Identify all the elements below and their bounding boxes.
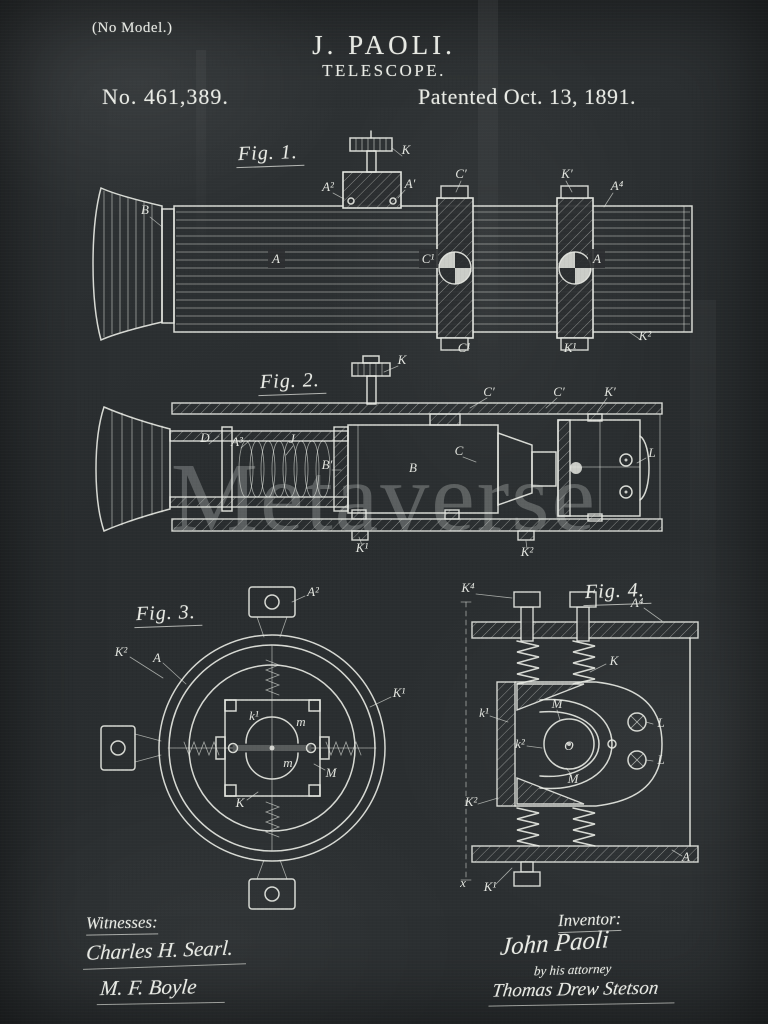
- fig2-drawing: K C′ C′ K′ L D A³ J B′ B C K¹ K²: [95, 352, 663, 559]
- part-label: A: [681, 849, 690, 864]
- attorney-signature: Thomas Drew Stetson: [488, 977, 678, 1007]
- part-label: L: [656, 715, 664, 730]
- part-label: O: [564, 738, 574, 753]
- fig1-drawing: K A² A′ C′ K′ A⁴ B A C¹ A C¹ K¹ K²: [92, 130, 693, 355]
- part-label: B: [141, 202, 149, 217]
- fig3-adjusting-springs: [183, 659, 362, 838]
- part-label: M: [551, 696, 564, 711]
- fig2-flange-k2: [517, 530, 535, 541]
- part-label: K²: [638, 328, 653, 343]
- inventor-name-heading: J. PAOLI.: [312, 30, 456, 60]
- part-label: k²: [515, 736, 526, 751]
- part-label: m: [296, 714, 305, 729]
- part-label: K⁴: [460, 580, 475, 595]
- fig1-clamp: [342, 130, 402, 209]
- fig4-bolts-top: [513, 591, 597, 642]
- part-label: A: [271, 251, 280, 266]
- part-label: K²: [114, 644, 129, 659]
- part-label: K: [609, 653, 620, 668]
- part-label: C′: [455, 166, 467, 181]
- no-model-note: (No Model.): [92, 20, 173, 36]
- part-label: C¹: [458, 340, 471, 355]
- patent-title: TELESCOPE.: [322, 61, 446, 80]
- fig3-lug-left: [100, 725, 162, 771]
- fig1-eyepiece: [92, 186, 175, 342]
- part-label: K²: [464, 794, 479, 809]
- fig3-lug-bottom: [248, 859, 296, 910]
- part-label: A′: [404, 176, 416, 191]
- part-label: K¹: [483, 879, 497, 894]
- part-label: K¹: [355, 540, 369, 555]
- witness-signature-2: M. F. Boyle: [96, 973, 228, 1006]
- fig2-outer-tube-bottom: [171, 518, 663, 532]
- fig1-collar-rear: [556, 185, 594, 351]
- fig4-housing: [496, 681, 663, 807]
- part-label: J: [289, 431, 296, 446]
- fig4-caption: Fig. 4.: [582, 578, 652, 607]
- fig2-outer-tube-top: [171, 402, 663, 415]
- part-label: k¹: [249, 708, 259, 723]
- part-label: K¹: [563, 340, 577, 355]
- part-label: A³: [230, 434, 244, 449]
- fig3-leader-lines: [129, 595, 392, 801]
- part-label: M: [325, 765, 338, 780]
- fig4-springs-bottom: [516, 807, 596, 847]
- fig2-spring: [238, 440, 331, 498]
- part-label: x: [459, 875, 466, 890]
- fig2-clamp-knob: [351, 355, 391, 405]
- part-label: A: [592, 251, 601, 266]
- patent-date: Patented Oct. 13, 1891.: [418, 84, 637, 109]
- part-label: K: [235, 795, 246, 810]
- fig3-lug-top: [248, 586, 296, 638]
- part-label: A⁴: [610, 178, 624, 193]
- fig4-drawing: K⁴ A⁴ K k¹ k² M O M L L K² A K¹ x: [459, 580, 699, 894]
- fig1-tube: [173, 205, 693, 333]
- fig2-bottom-bracket-1: [351, 509, 367, 520]
- fig2-leader-lines: [208, 365, 647, 550]
- part-label: K′: [603, 384, 616, 399]
- fig2-bottom-bracket-2: [444, 509, 460, 520]
- part-label: L: [647, 445, 655, 460]
- part-label: A⁴: [630, 595, 644, 610]
- fig4-rail-bottom: [471, 845, 699, 863]
- fig3-center-cell: [215, 699, 330, 797]
- attorney-note: by his attorney: [533, 960, 612, 979]
- part-label: A²: [321, 179, 335, 194]
- fig4-leader-lines: [475, 593, 683, 885]
- part-label: A²: [306, 584, 320, 599]
- witnesses-heading: Witnesses:: [85, 912, 158, 936]
- fig2-top-bracket: [429, 413, 461, 426]
- part-label: K¹: [392, 685, 406, 700]
- fig3-drawing: A² K² A K¹ k¹ m m M K: [100, 584, 406, 910]
- part-label: C′: [553, 384, 565, 399]
- part-label: m: [283, 755, 292, 770]
- fig2-caption: Fig. 2.: [257, 368, 327, 397]
- part-label: C′: [483, 384, 495, 399]
- part-label: K′: [560, 166, 573, 181]
- patent-number: No. 461,389.: [102, 84, 229, 109]
- witness-signature-1: Charles H. Searl.: [83, 935, 248, 970]
- fig4-springs-top: [516, 640, 596, 685]
- part-label: M: [567, 771, 580, 786]
- part-label: A: [152, 650, 161, 665]
- part-label: K: [401, 142, 412, 157]
- fig1-leader-lines: [149, 147, 642, 341]
- part-label: K: [397, 352, 408, 367]
- fig2-eyepiece: [95, 405, 171, 533]
- part-label: C: [455, 443, 464, 458]
- fig4-bolts-bottom: [513, 861, 541, 887]
- fig3-caption: Fig. 3.: [133, 600, 203, 629]
- fig1-caption: Fig. 1.: [235, 140, 305, 169]
- fig2-focus-housing: [557, 413, 650, 522]
- part-label: B: [409, 460, 417, 475]
- part-label: D: [199, 430, 210, 445]
- part-label: K²: [520, 544, 535, 559]
- part-label: C¹: [422, 251, 435, 266]
- fig2-lens-cell: [333, 424, 557, 514]
- part-label: B′: [322, 457, 333, 472]
- part-label: L: [656, 752, 664, 767]
- fig1-collar-front: [436, 185, 474, 351]
- part-label: k¹: [479, 705, 489, 720]
